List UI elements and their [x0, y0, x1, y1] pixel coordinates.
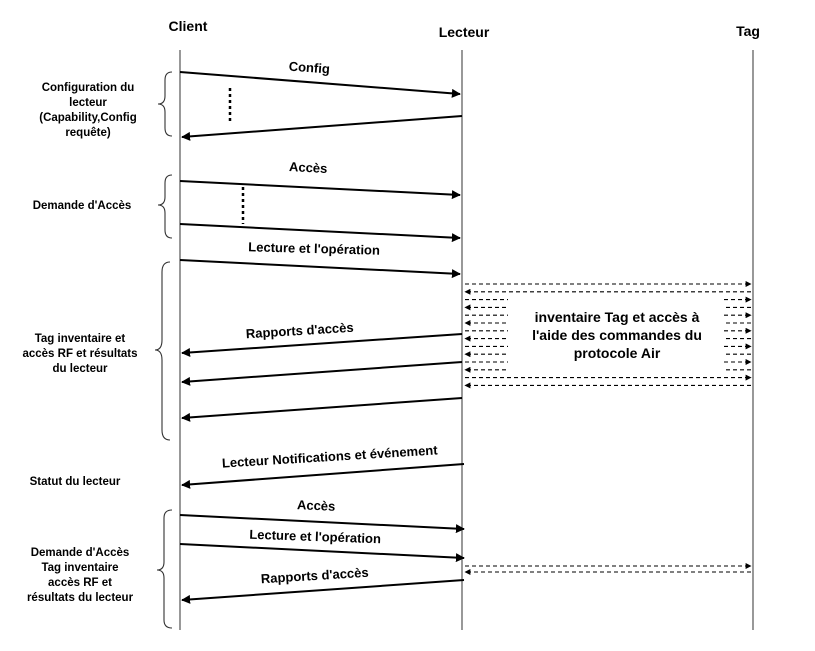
arrow-rapport-third	[181, 397, 463, 422]
message-config-label: Config	[288, 59, 330, 77]
side-final-line3: accès RF et	[48, 577, 112, 589]
message-lecture1-label: Lecture et l'opération	[248, 239, 380, 257]
brace-inventaire	[154, 261, 171, 441]
message-acces2-label: Accès	[297, 497, 336, 514]
side-inventaire-line2: accès RF et résultats	[22, 348, 137, 360]
arrow-notifications	[181, 463, 465, 489]
arrow-lecture2	[179, 543, 465, 563]
message-notifications-label: Lecteur Notifications et événement	[221, 442, 438, 470]
protocol-box	[508, 298, 724, 375]
side-statut: Statut du lecteur	[30, 476, 121, 488]
header-lecteur: Lecteur	[439, 24, 490, 40]
protocol-box-line3: protocole Air	[574, 345, 661, 361]
brace-config	[157, 71, 173, 137]
side-final-line1: Demande d'Accès	[31, 547, 130, 559]
arrow-config-request	[179, 71, 461, 98]
brace-demande	[157, 174, 173, 239]
side-inventaire-line1: Tag inventaire et	[35, 333, 126, 345]
header-client: Client	[169, 18, 208, 34]
arrow-rapports2	[181, 579, 465, 604]
message-lecture2-label: Lecture et l'opération	[249, 527, 381, 547]
arrow-rapport-second	[181, 361, 463, 386]
side-final-line2: Tag inventaire	[41, 562, 118, 574]
message-acces1-label: Accès	[289, 159, 328, 176]
arrow-acces1	[179, 180, 461, 200]
protocol-box-line1: inventaire Tag et accès à	[535, 309, 700, 325]
message-rapports2-label: Rapports d'accès	[260, 565, 369, 587]
arrow-acces2	[179, 514, 465, 534]
arrow-lecture1	[179, 259, 461, 279]
side-final-line4: résultats du lecteur	[27, 592, 134, 604]
side-config-line4: requête)	[65, 127, 111, 139]
side-inventaire-line3: du lecteur	[53, 363, 108, 375]
side-config-line3: (Capability,Config	[39, 112, 137, 124]
side-config-line1: Configuration du	[42, 82, 135, 94]
side-config-line2: lecteur	[69, 97, 107, 109]
arrow-rapports1	[181, 333, 463, 357]
arrow-acces1-second	[179, 223, 461, 243]
brace-final	[156, 509, 173, 629]
arrow-config-response	[181, 115, 463, 141]
header-tag: Tag	[736, 23, 760, 39]
message-rapports1-label: Rapports d'accès	[245, 320, 354, 342]
protocol-box-line2: l'aide des commandes du	[532, 327, 702, 343]
side-demande: Demande d'Accès	[33, 200, 132, 212]
